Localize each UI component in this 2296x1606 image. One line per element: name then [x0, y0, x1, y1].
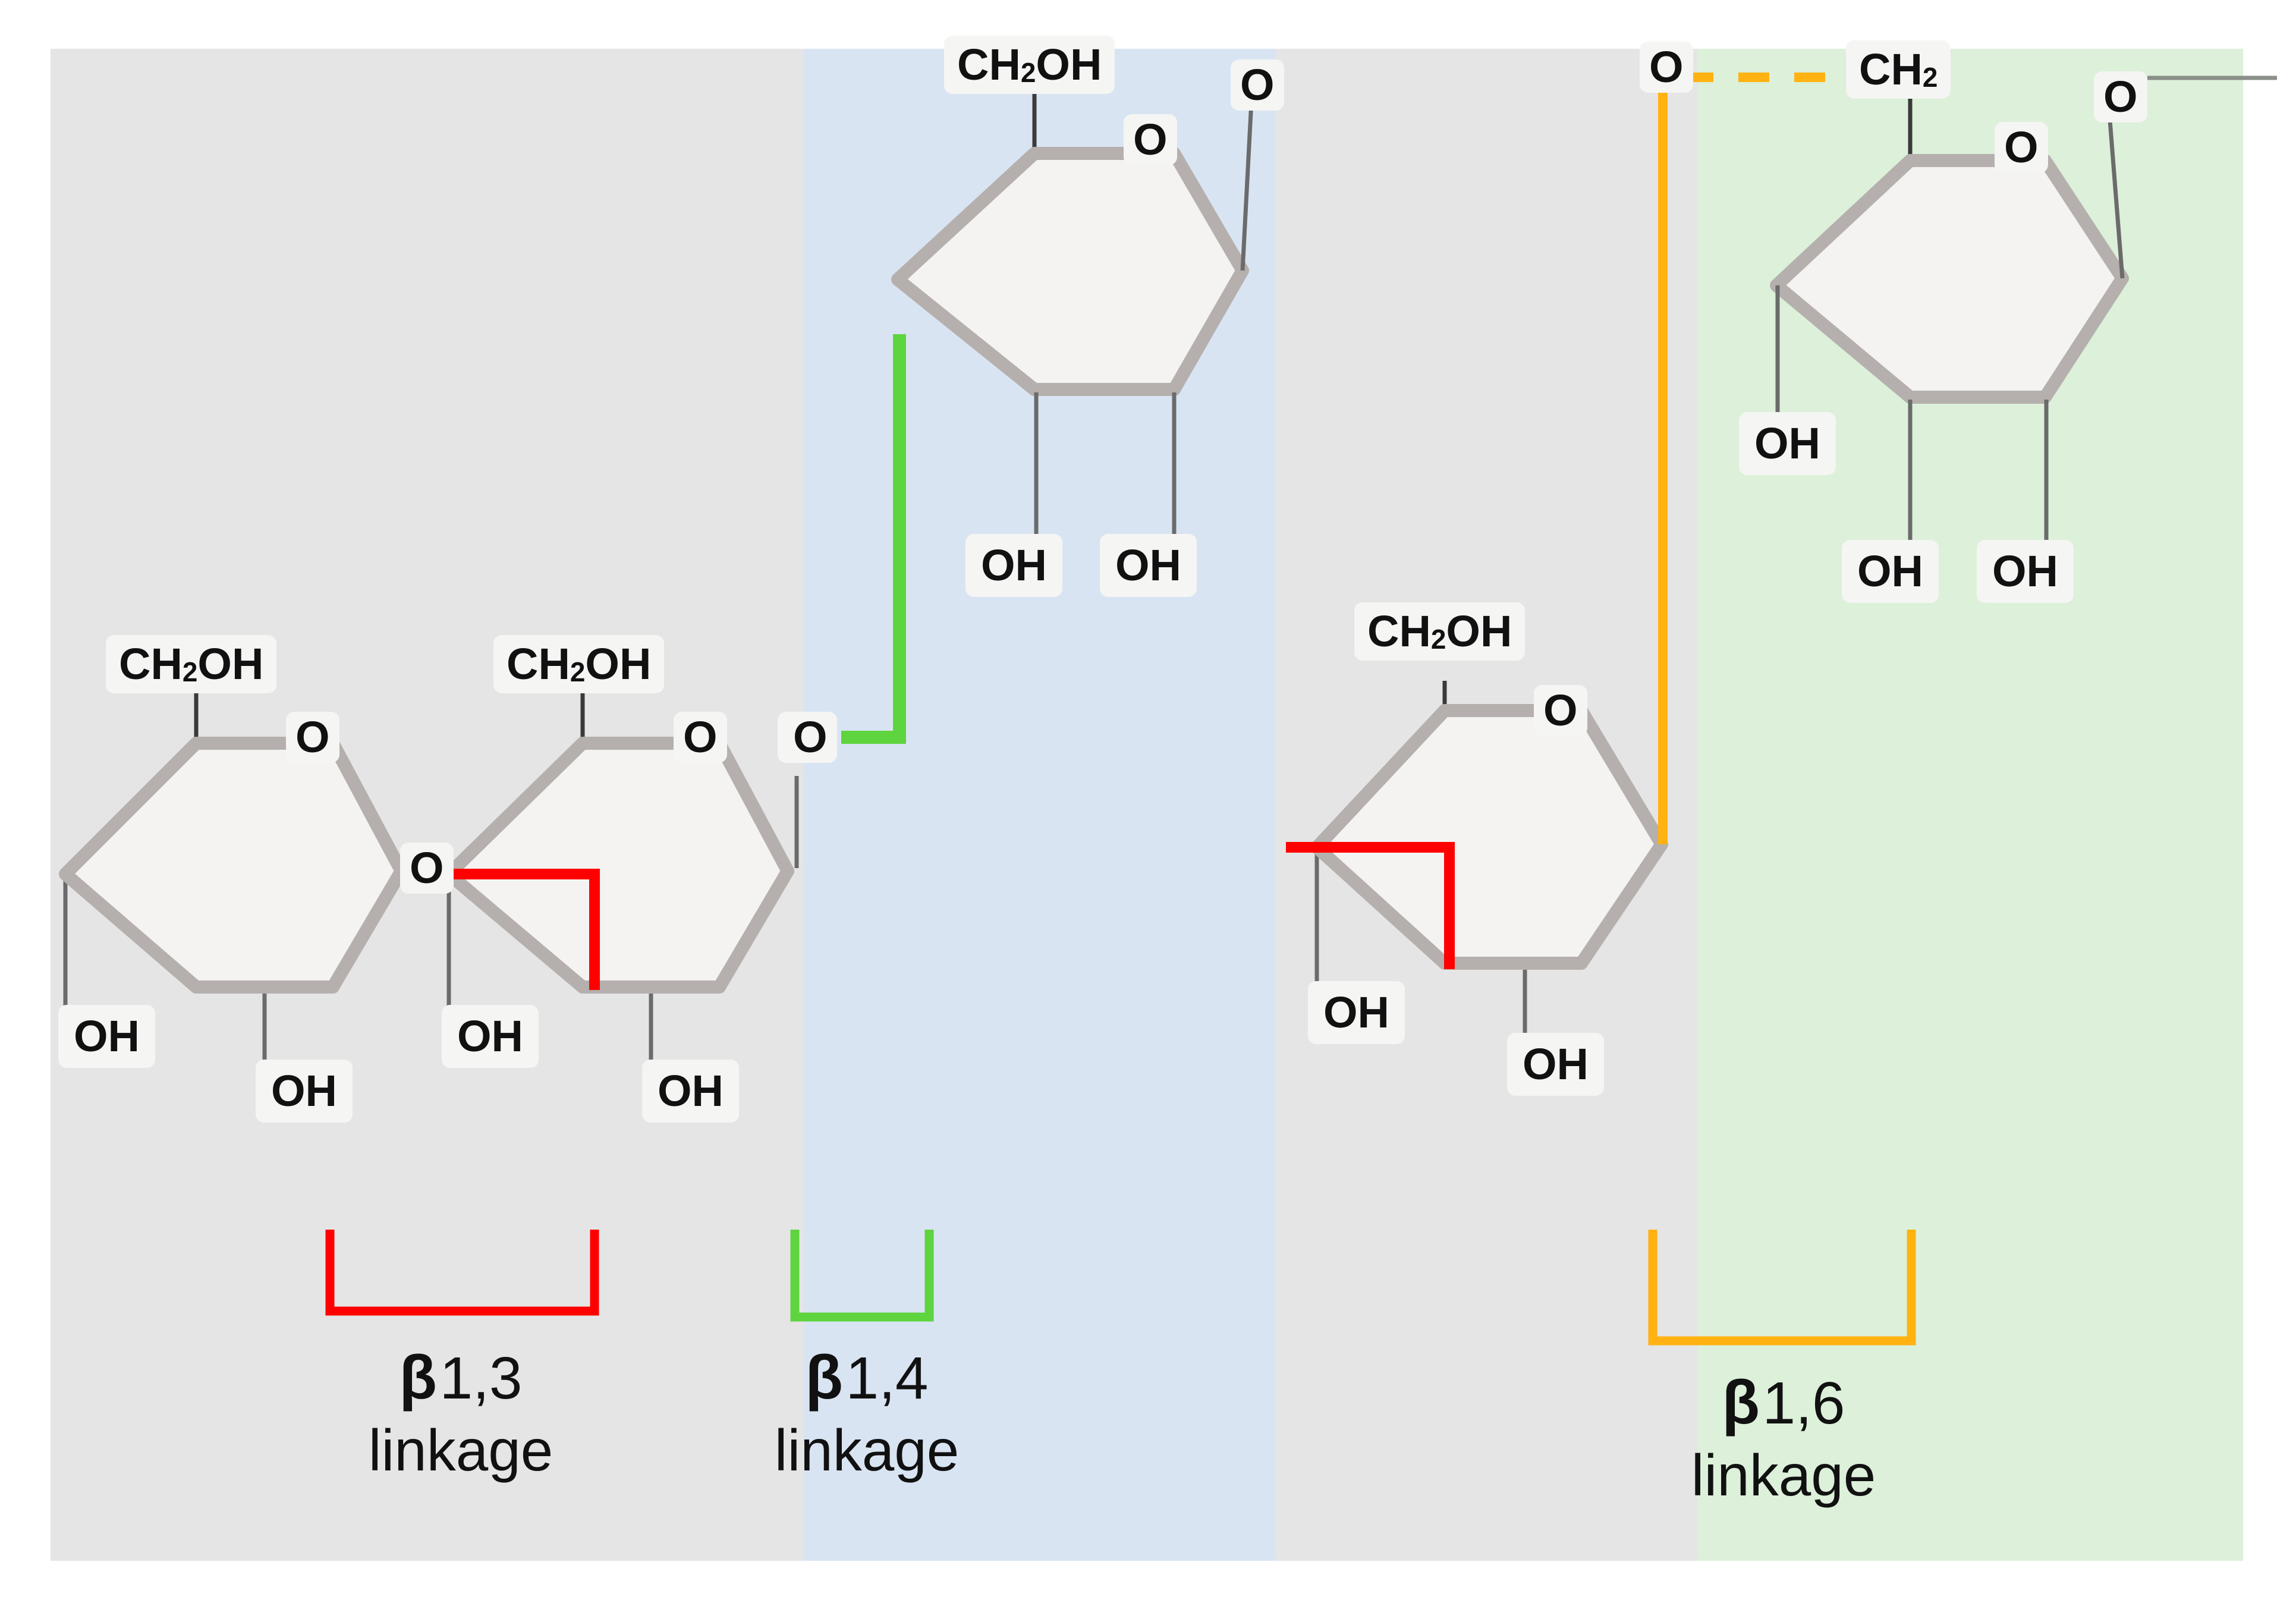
- glucose-ring-5-upper-branch: [1658, 73, 2277, 844]
- linkage-number-1-6: 1,6: [1762, 1370, 1845, 1437]
- ring3-label-ring-oxygen: O: [1124, 114, 1177, 165]
- beta-symbol-1-3: β: [399, 1343, 437, 1412]
- ring3-label-hydroxyl-a: OH: [965, 534, 1062, 597]
- branch-oxygen-1-6: O: [1640, 42, 1693, 93]
- linkage-label-beta-1-6: β 1,6 linkage: [1650, 1368, 1917, 1509]
- ring3-label-right-oxygen: O: [1231, 59, 1284, 111]
- beta-symbol-1-6: β: [1722, 1368, 1760, 1437]
- linkage-word-1-3: linkage: [368, 1418, 553, 1483]
- linkage-word-1-6: linkage: [1691, 1442, 1876, 1508]
- ring1-label-ring-oxygen: O: [286, 712, 339, 763]
- glucose-ring-1: [59, 684, 408, 1064]
- ring4-red-highlight: [1286, 842, 1455, 969]
- linkage-brackets: [325, 1230, 1916, 1346]
- beta-1-4-linkage-path: [841, 334, 906, 744]
- ring4-label-left-hydroxyl: OH: [1308, 981, 1405, 1044]
- ring5-label-hydroxyl-a: OH: [1842, 540, 1939, 603]
- beta-symbol-1-4: β: [805, 1343, 843, 1412]
- linkage-number-1-3: 1,3: [439, 1345, 523, 1412]
- ring1-label-bottom-hydroxyl: OH: [256, 1060, 353, 1123]
- bracket-beta-1-3: [325, 1230, 599, 1316]
- linkage-word-1-4: linkage: [774, 1418, 960, 1483]
- bridging-oxygen-1-4: O: [784, 712, 837, 763]
- glucose-ring-3-upper: [841, 86, 1254, 744]
- ring5-bond-right-o: [2107, 112, 2125, 279]
- linkage-number-1-4: 1,4: [845, 1345, 929, 1412]
- ring5-label-hydroxyl-b: OH: [1977, 540, 2074, 603]
- ring5-label-right-oxygen: O: [2094, 71, 2147, 122]
- ring2-label-bottom-hydroxyl: OH: [642, 1060, 739, 1123]
- bridging-oxygen-1-3: O: [400, 843, 454, 894]
- bracket-beta-1-4: [790, 1230, 934, 1322]
- ring5-label-left-hydroxyl: OH: [1739, 412, 1836, 475]
- ring2-label-left-hydroxyl: OH: [442, 1005, 539, 1068]
- linkage-label-beta-1-3: β 1,3 linkage: [324, 1343, 597, 1484]
- linkage-label-beta-1-4: β 1,4 linkage: [742, 1343, 992, 1484]
- beta-1-3-linkage-path: [453, 869, 600, 990]
- ring5-label-ring-oxygen: O: [1995, 122, 2048, 173]
- ring1-label-left-hydroxyl: OH: [58, 1005, 155, 1068]
- bracket-beta-1-6: [1648, 1230, 1916, 1346]
- ring2-label-ring-oxygen: O: [674, 712, 727, 763]
- ring4-label-bottom-hydroxyl: OH: [1507, 1033, 1604, 1096]
- ring4-label-ring-oxygen: O: [1534, 685, 1587, 736]
- ring3-bond-top-right-o: [1240, 100, 1254, 271]
- ring3-label-hydroxyl-b: OH: [1100, 534, 1197, 597]
